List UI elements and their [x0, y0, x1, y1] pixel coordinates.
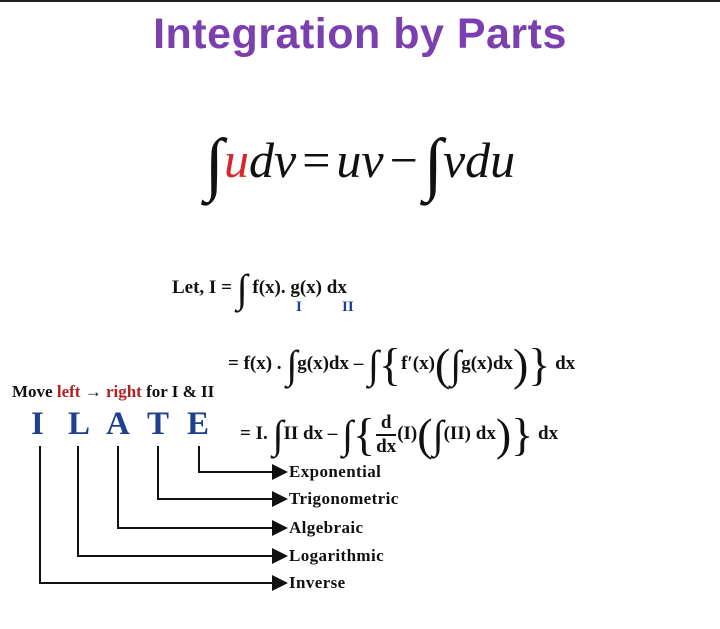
expansion-term: g(x)dx – [297, 353, 364, 374]
label-first: I [296, 299, 302, 315]
formula-dv: dv [248, 132, 297, 188]
let-expression: f(x). g(x) dx [252, 277, 347, 298]
ilate-letter-t: T [147, 406, 170, 442]
formula-minus: − [389, 132, 418, 188]
ilate-letter-e: E [187, 406, 210, 442]
category-exponential: Exponential [289, 462, 382, 481]
right-paren: ) [512, 339, 529, 390]
ilate-lead: = I. [240, 423, 268, 444]
fraction-numerator: d [376, 412, 397, 436]
arrow-trigonometric [157, 446, 288, 507]
formula-u: u [223, 132, 249, 188]
paren-first: (I) [397, 423, 418, 444]
dx-term: dx [538, 423, 559, 444]
expansion-line: = f(x) . ∫g(x)dx – ∫{f′(x)(∫g(x)dx)} dx [228, 338, 575, 391]
label-second: II [342, 299, 354, 315]
arrow-algebraic [117, 446, 288, 536]
category-trigonometric: Trigonometric [289, 489, 399, 508]
arrow-inverse [39, 446, 288, 591]
integral-sign: ∫ [236, 266, 248, 311]
category-inverse: Inverse [289, 573, 346, 592]
right-brace: } [528, 339, 551, 390]
move-left: left [56, 382, 81, 401]
integral-sign: ∫ [432, 412, 444, 457]
integral-sign: ∫ [368, 342, 379, 387]
left-brace: { [378, 339, 402, 390]
inner-integral: g(x)dx [461, 353, 513, 374]
parts-formula: ∫udv=uv−∫vdu [0, 125, 720, 205]
integral-sign: ∫ [286, 342, 298, 387]
expansion-lead: = f(x) . [228, 353, 282, 374]
page-title: Integration by Parts [153, 10, 567, 58]
integral-sign: ∫ [342, 412, 354, 457]
fraction-denominator: dx [376, 435, 397, 457]
ilate-term: II dx – [283, 423, 338, 444]
integral-sign: ∫ [450, 342, 462, 387]
top-rule [0, 0, 720, 2]
right-paren: ) [495, 409, 512, 460]
let-line: Let, I = ∫ f(x). g(x) dx [172, 265, 347, 312]
arrow-logarithmic [77, 446, 288, 564]
ilate-letter-i: I [31, 406, 44, 442]
let-prefix: Let, I = [172, 277, 232, 298]
category-algebraic: Algebraic [289, 518, 364, 537]
left-brace: { [353, 409, 376, 460]
right-brace: } [511, 409, 534, 460]
arrow-exponential [198, 446, 288, 480]
integral-sign: ∫ [204, 126, 224, 203]
integral-sign: ∫ [272, 412, 284, 457]
derivative-term: f′(x) [401, 353, 435, 374]
formula-uv: uv [336, 132, 384, 188]
formula-vdu: vdu [442, 132, 516, 188]
ilate-letter-l: L [68, 406, 91, 442]
integral-sign: ∫ [423, 126, 443, 203]
left-paren: ( [434, 339, 451, 390]
inner-integral: (II) dx [443, 423, 496, 444]
move-instruction: Move left → right for I & II [12, 382, 215, 401]
formula-equals: = [302, 132, 331, 188]
category-logarithmic: Logarithmic [289, 546, 385, 565]
left-paren: ( [417, 409, 433, 460]
ilate-letter-a: A [106, 406, 130, 442]
dx-term: dx [555, 353, 576, 374]
move-right: right [105, 382, 142, 401]
